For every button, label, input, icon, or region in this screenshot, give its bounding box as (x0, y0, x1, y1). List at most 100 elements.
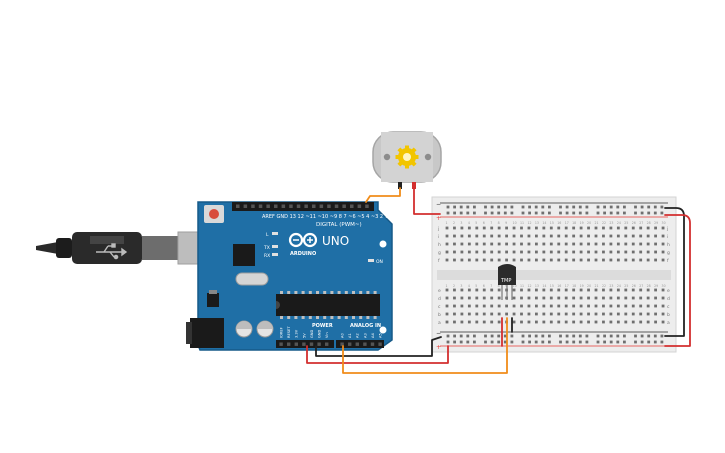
breadboard-hole[interactable] (535, 258, 538, 262)
breadboard-hole[interactable] (616, 242, 620, 246)
breadboard-hole[interactable] (602, 312, 605, 316)
breadboard-hole[interactable] (609, 320, 613, 324)
breadboard-hole[interactable] (602, 234, 605, 238)
digital-pin[interactable] (251, 204, 255, 209)
breadboard-hole[interactable] (460, 312, 464, 316)
breadboard-hole[interactable] (520, 312, 523, 316)
breadboard-hole[interactable] (475, 304, 479, 308)
rail-hole[interactable] (634, 211, 637, 215)
rail-hole[interactable] (534, 205, 538, 209)
breadboard-hole[interactable] (467, 288, 471, 292)
rail-hole[interactable] (634, 205, 637, 209)
rail-hole[interactable] (534, 211, 538, 215)
breadboard-hole[interactable] (579, 242, 583, 246)
motor-terminal-black[interactable] (398, 182, 402, 189)
breadboard-hole[interactable] (602, 320, 605, 324)
breadboard-hole[interactable] (549, 288, 553, 292)
rail-hole[interactable] (497, 211, 501, 215)
motor-terminal-red[interactable] (412, 182, 416, 189)
breadboard-hole[interactable] (602, 258, 605, 262)
breadboard-hole[interactable] (654, 258, 657, 262)
breadboard-hole[interactable] (460, 258, 464, 262)
rail-hole[interactable] (585, 340, 589, 344)
rail-hole[interactable] (510, 334, 514, 338)
rail-hole[interactable] (660, 334, 664, 338)
breadboard-hole[interactable] (497, 296, 501, 300)
breadboard-hole[interactable] (475, 258, 479, 262)
breadboard-hole[interactable] (616, 234, 620, 238)
breadboard-hole[interactable] (520, 234, 523, 238)
breadboard-hole[interactable] (512, 242, 516, 246)
analog-header[interactable] (336, 340, 384, 348)
breadboard-hole[interactable] (527, 312, 531, 316)
temperature-sensor[interactable]: TMP (498, 264, 516, 300)
breadboard-hole[interactable] (587, 234, 590, 238)
breadboard-hole[interactable] (482, 296, 486, 300)
breadboard-hole[interactable] (549, 304, 553, 308)
breadboard-hole[interactable] (602, 304, 605, 308)
breadboard-hole[interactable] (557, 250, 561, 254)
breadboard-hole[interactable] (557, 234, 561, 238)
digital-pin[interactable] (334, 204, 339, 209)
breadboard-hole[interactable] (542, 242, 546, 246)
breadboard-hole[interactable] (482, 234, 486, 238)
breadboard-hole[interactable] (535, 288, 538, 292)
breadboard-hole[interactable] (661, 296, 665, 300)
rail-hole[interactable] (503, 211, 507, 215)
breadboard-hole[interactable] (557, 296, 561, 300)
breadboard-hole[interactable] (616, 226, 620, 230)
rail-hole[interactable] (640, 205, 644, 209)
breadboard-hole[interactable] (535, 320, 538, 324)
digital-pin[interactable] (236, 204, 240, 209)
breadboard-hole[interactable] (542, 304, 546, 308)
rail-hole[interactable] (534, 334, 538, 338)
rail-hole[interactable] (623, 334, 626, 338)
breadboard-hole[interactable] (631, 226, 635, 230)
rail-hole[interactable] (459, 340, 463, 344)
digital-pin[interactable] (319, 204, 324, 209)
breadboard-hole[interactable] (542, 226, 546, 230)
digital-pin[interactable] (327, 204, 331, 209)
analog-pin[interactable] (370, 342, 375, 346)
rail-hole[interactable] (521, 211, 525, 215)
breadboard-hole[interactable] (572, 226, 576, 230)
breadboard-hole[interactable] (542, 296, 546, 300)
rail-hole[interactable] (640, 334, 644, 338)
breadboard-hole[interactable] (646, 234, 650, 238)
wire-5v[interactable] (306, 345, 449, 364)
breadboard-hole[interactable] (445, 234, 449, 238)
breadboard-hole[interactable] (616, 296, 620, 300)
breadboard-hole[interactable] (654, 234, 657, 238)
breadboard-hole[interactable] (520, 258, 523, 262)
power-pin[interactable] (325, 342, 329, 346)
breadboard-hole[interactable] (654, 296, 657, 300)
power-pin[interactable] (302, 342, 306, 346)
breadboard-hole[interactable] (624, 226, 628, 230)
breadboard-hole[interactable] (557, 288, 561, 292)
breadboard-hole[interactable] (490, 312, 494, 316)
breadboard-hole[interactable] (661, 242, 665, 246)
breadboard-hole[interactable] (445, 304, 449, 308)
rail-hole[interactable] (453, 211, 456, 215)
breadboard-hole[interactable] (587, 226, 590, 230)
breadboard-hole[interactable] (646, 320, 650, 324)
analog-pin[interactable] (355, 342, 359, 346)
breadboard-hole[interactable] (661, 226, 665, 230)
breadboard-hole[interactable] (497, 226, 501, 230)
rail-hole[interactable] (585, 205, 589, 209)
breadboard-hole[interactable] (654, 304, 657, 308)
breadboard-hole[interactable] (572, 242, 576, 246)
rail-hole[interactable] (565, 205, 569, 209)
breadboard-hole[interactable] (646, 226, 650, 230)
power-pin[interactable] (317, 342, 321, 346)
breadboard-hole[interactable] (602, 296, 605, 300)
breadboard-hole[interactable] (490, 234, 494, 238)
breadboard-hole[interactable] (594, 258, 598, 262)
rail-hole[interactable] (660, 205, 664, 209)
rail-hole[interactable] (484, 340, 487, 344)
breadboard-hole[interactable] (602, 250, 605, 254)
breadboard-hole[interactable] (527, 250, 531, 254)
breadboard-hole[interactable] (594, 250, 598, 254)
breadboard-hole[interactable] (587, 258, 590, 262)
